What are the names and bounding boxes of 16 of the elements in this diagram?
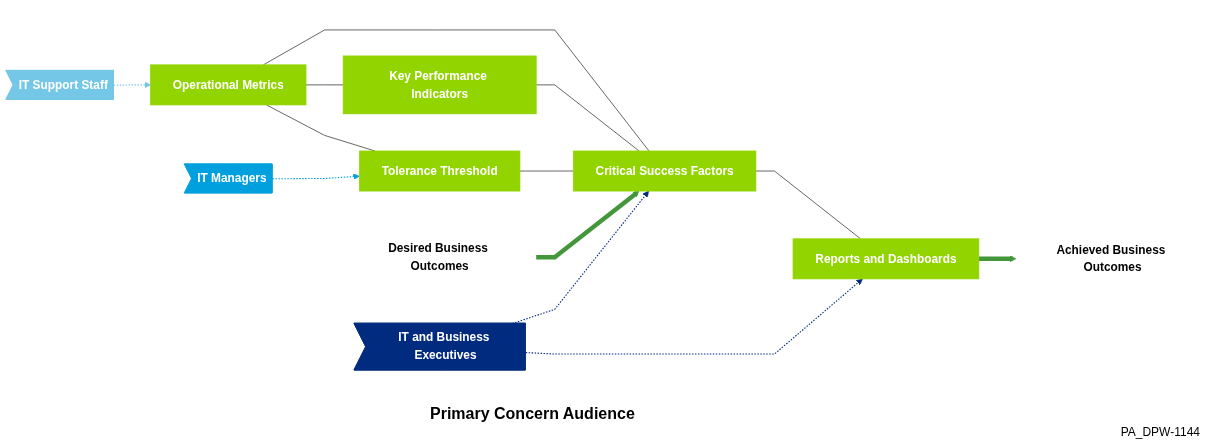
- connector: [263, 29, 650, 152]
- node-box: Critical Success Factors: [572, 150, 757, 192]
- node-text: Achieved Business Outcomes: [1056, 243, 1166, 274]
- node-box: Reports and Dashboards: [792, 238, 980, 280]
- arrow: [113, 81, 151, 89]
- connector: [535, 84, 640, 152]
- node-box: Operational Metrics: [150, 64, 307, 106]
- node-box: Key Performance Indicators: [342, 55, 537, 115]
- arrow: [536, 190, 640, 260]
- node-text: Desired Business Outcomes: [388, 241, 488, 273]
- node-box: Tolerance Threshold: [359, 150, 521, 192]
- arrow: [525, 278, 863, 355]
- arrow: [978, 255, 1017, 263]
- connector: [755, 170, 861, 240]
- document-id: PA_DPW-1144: [1120, 425, 1200, 439]
- audience-caption: Primary Concern Audience: [430, 405, 635, 423]
